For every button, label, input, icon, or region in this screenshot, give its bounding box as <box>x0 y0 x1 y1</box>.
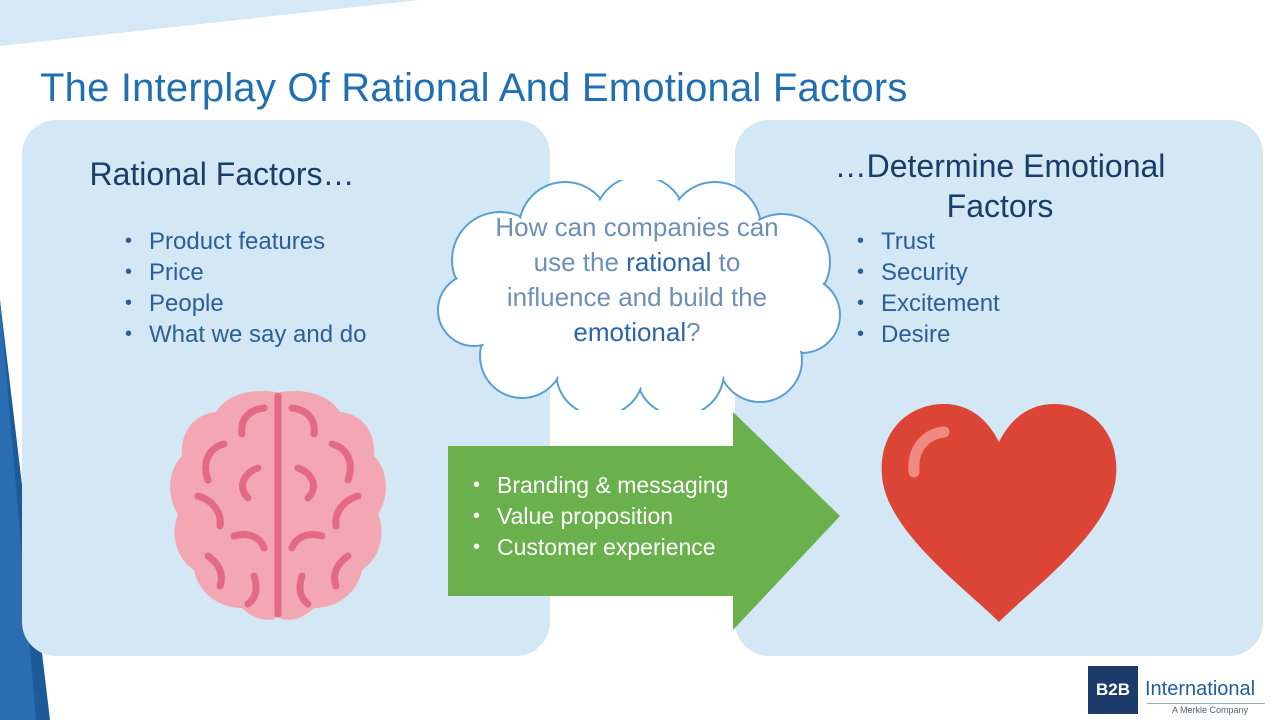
cloud-rational: rational <box>626 247 712 277</box>
logo-mark: B2B <box>1088 666 1138 714</box>
cloud-line2-pre: use the <box>533 247 627 277</box>
list-item: Trust <box>856 226 1000 257</box>
slide-title: The Interplay Of Rational And Emotional … <box>40 66 908 110</box>
logo-name: International <box>1145 678 1256 700</box>
brain-icon <box>170 390 386 620</box>
cloud-emotional: emotional <box>573 317 687 347</box>
list-item: Desire <box>856 319 1000 350</box>
cloud-line4: emotional? <box>462 315 812 350</box>
list-item: Excitement <box>856 288 1000 319</box>
emotional-list: Trust Security Excitement Desire <box>856 226 1000 350</box>
rational-heading: Rational Factors… <box>89 156 355 192</box>
list-item: Security <box>856 257 1000 288</box>
cloud-line4-post: ? <box>686 317 701 347</box>
thought-cloud-icon <box>437 180 841 410</box>
list-item: Product features <box>124 226 366 257</box>
logo-divider <box>1147 703 1265 704</box>
list-item: What we say and do <box>124 319 366 350</box>
cloud-line2-post: to <box>711 247 741 277</box>
list-item: Price <box>124 257 366 288</box>
cloud-line3: influence and build the <box>506 282 768 312</box>
cloud-line1: How can companies can <box>495 212 779 242</box>
heart-icon <box>881 404 1117 622</box>
rational-list: Product features Price People What we sa… <box>124 226 366 350</box>
emotional-heading-line2: Factors <box>946 188 1054 224</box>
company-logo: B2B International A Merkle Company <box>1088 664 1268 716</box>
top-accent-shape <box>0 0 420 46</box>
logo-tagline: A Merkle Company <box>1172 705 1249 715</box>
arrow-list: Branding & messaging Value proposition C… <box>472 470 728 563</box>
list-item: Customer experience <box>472 532 728 563</box>
list-item: People <box>124 288 366 319</box>
cloud-line2: use the rational to <box>462 245 812 280</box>
list-item: Branding & messaging <box>472 470 728 501</box>
cloud-question: How can companies can use the rational t… <box>462 210 812 350</box>
emotional-heading-line1: …Determine Emotional <box>834 148 1166 184</box>
emotional-heading: …Determine Emotional Factors <box>790 146 1210 226</box>
list-item: Value proposition <box>472 501 728 532</box>
